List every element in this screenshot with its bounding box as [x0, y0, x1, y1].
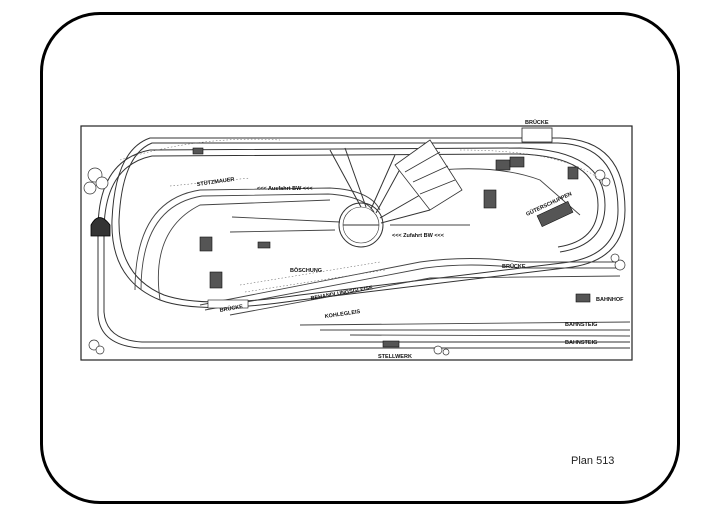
label-boeschung: BÖSCHUNG	[290, 267, 322, 274]
layout-board	[80, 125, 633, 361]
label-zufahrt: <<< Zufahrt BW <<<	[392, 233, 444, 239]
label-bahnsteig-2: BAHNSTEIG	[565, 340, 597, 346]
label-bruecke-left: BRÜCKE	[219, 303, 244, 314]
engine-shed	[394, 139, 463, 211]
label-bahnsteig-1: BAHNSTEIG	[565, 322, 597, 328]
tunnel-portal	[90, 217, 111, 237]
label-bahnhof: BAHNHOF	[596, 297, 624, 303]
buildings	[192, 147, 591, 348]
embankments	[119, 138, 599, 293]
inner-tracks	[134, 168, 631, 337]
plan-number: Plan 513	[571, 455, 615, 467]
label-ausfahrt: <<< Ausfahrt BW <<<	[257, 186, 312, 192]
label-kohlegleis: KOHLEGLEIS	[324, 309, 361, 320]
bridge-top	[521, 127, 553, 143]
turntable	[329, 147, 431, 248]
trees	[83, 167, 626, 356]
label-bruecke-top: BRÜCKE	[525, 119, 549, 126]
label-bruecke-right: BRÜCKE	[502, 263, 526, 270]
label-stellwerk: STELLWERK	[378, 354, 412, 360]
